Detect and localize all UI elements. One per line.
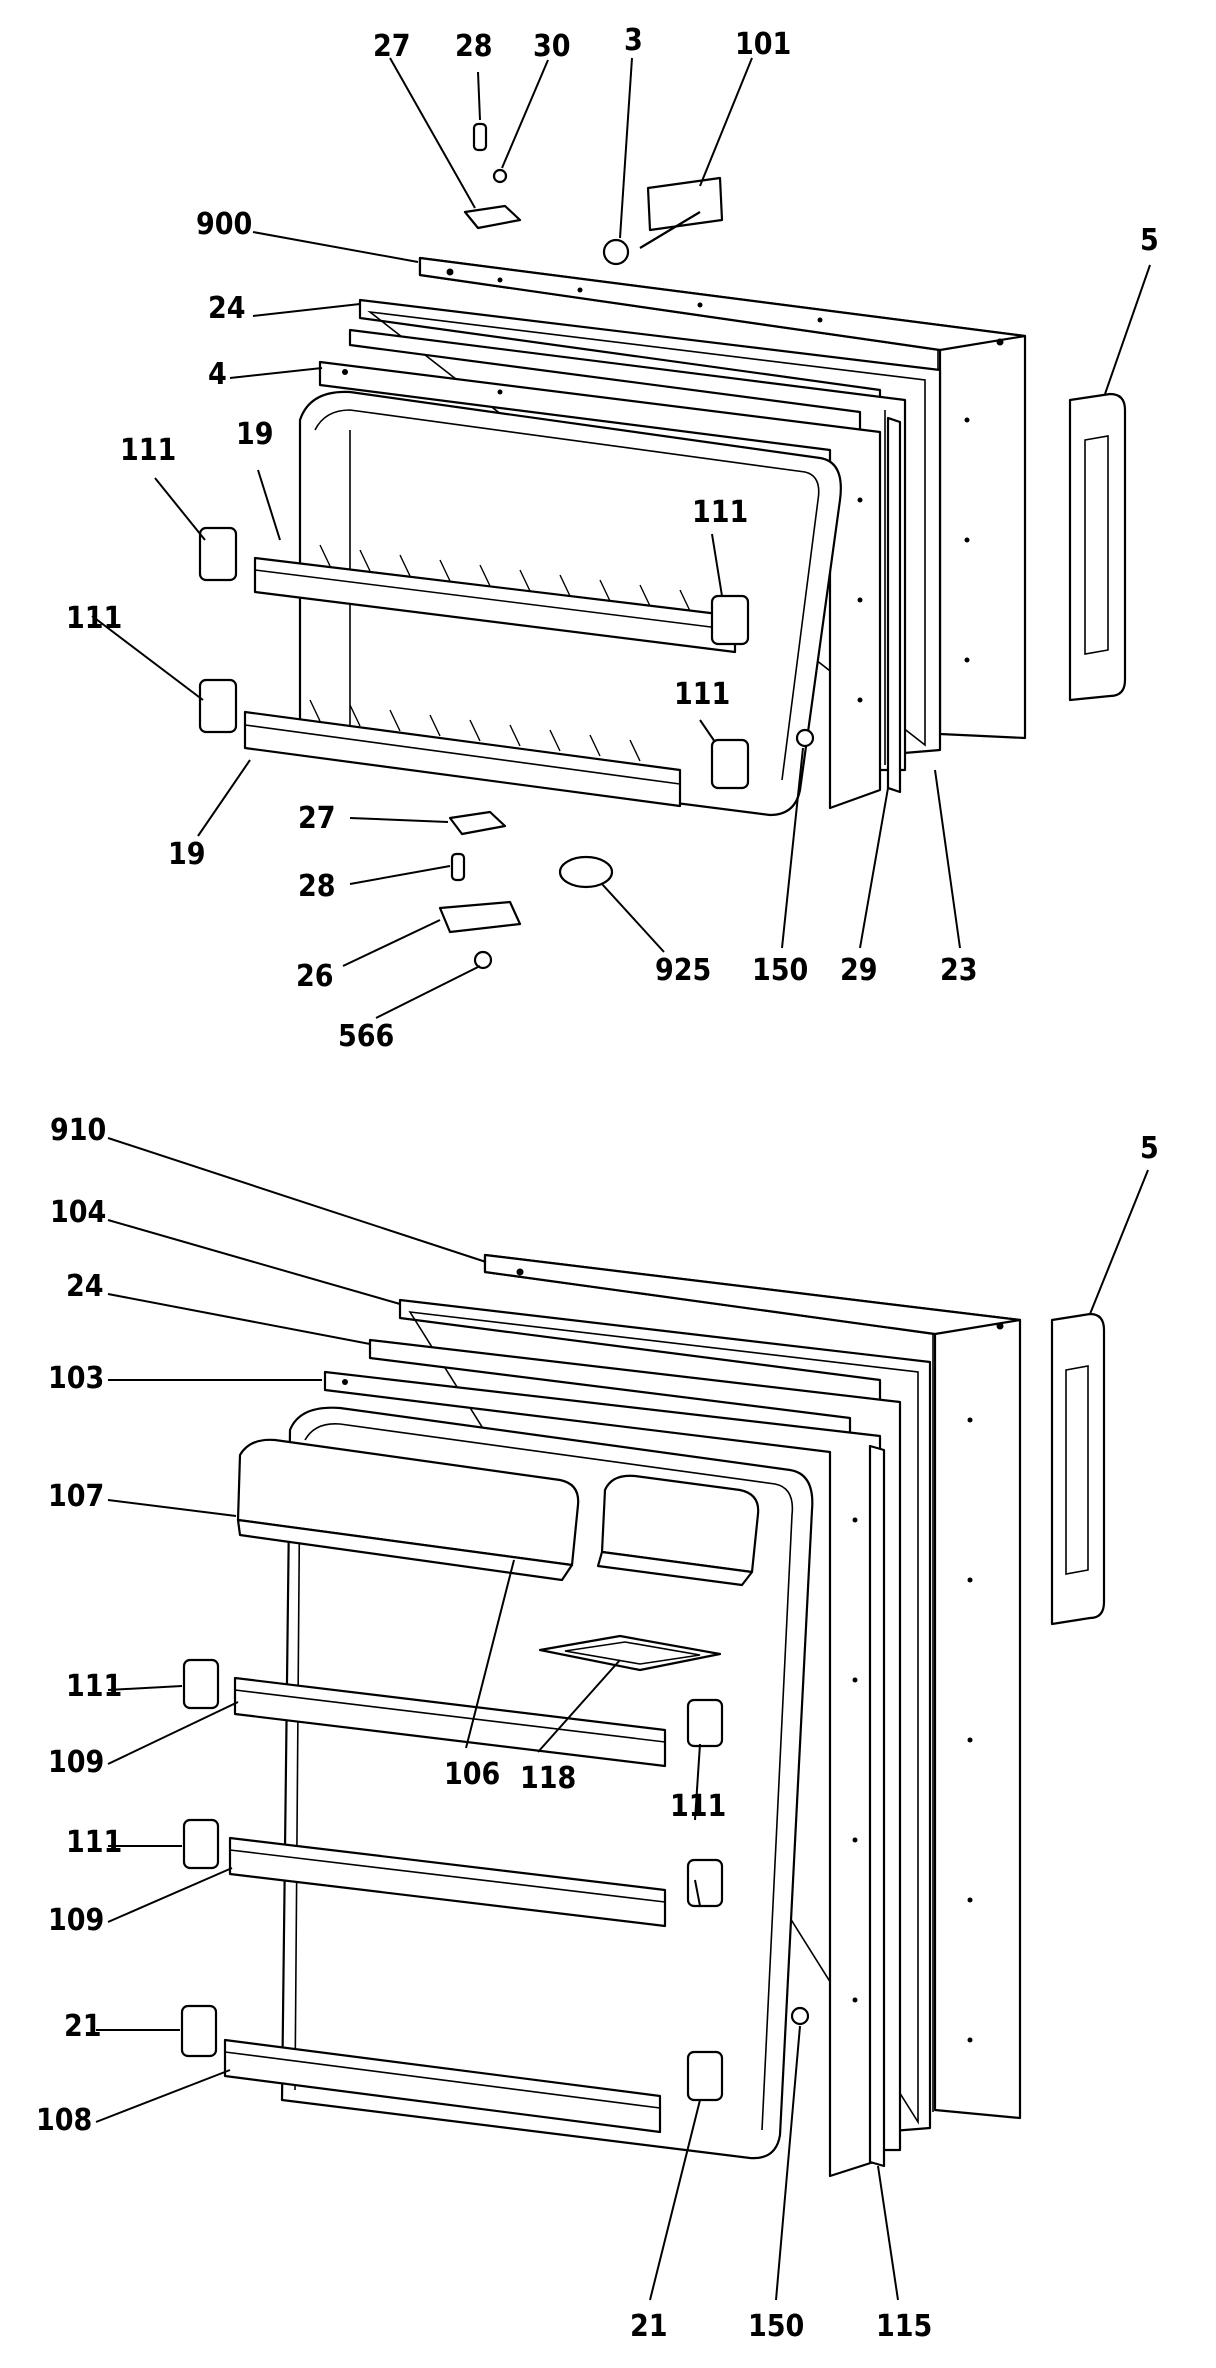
callout-910: 910 [50,1113,106,1148]
shelf-end-cap-111 [710,738,750,790]
shelf-end-cap-21 [180,2004,218,2058]
hinge-27-bottom [448,810,507,836]
screw-150-top [795,728,815,748]
callout-3: 3 [624,23,643,58]
callout-115: 115 [876,2309,932,2344]
nameplate-101 [639,176,724,249]
callout-106: 106 [444,1757,500,1792]
hinge-pin-28-bottom [450,852,466,882]
callout-103: 103 [48,1361,104,1396]
callout-566: 566 [338,1019,394,1054]
callout-29: 29 [840,953,878,988]
door-handle-5-bottom [1050,1312,1106,1626]
shelf-end-cap-111 [198,678,238,734]
callout-925: 925 [655,953,711,988]
screw-30 [492,168,508,184]
hinge-27-top [463,204,522,230]
dairy-door-106 [596,1474,760,1587]
shelf-bar-19-lower [243,699,682,808]
callout-111: 111 [66,601,122,636]
callout-900: 900 [196,207,252,242]
shelf-end-cap-111 [198,526,238,582]
inner-liner-103 [323,1370,882,2178]
callout-21: 21 [630,2309,668,2344]
callout-28: 28 [455,29,493,64]
callout-26: 26 [296,959,334,994]
callout-111: 111 [66,1669,122,1704]
callout-104: 104 [50,1195,106,1230]
callout-150: 150 [748,2309,804,2344]
callout-111: 111 [670,1789,726,1824]
callout-111: 111 [120,433,176,468]
callout-21: 21 [64,2009,102,2044]
top-door-assembly [198,122,1127,970]
callout-27: 27 [298,801,336,836]
shelf-end-cap-111 [686,1858,724,1908]
callout-108: 108 [36,2103,92,2138]
shelf-end-cap-111 [710,594,750,646]
screw-150-bottom [790,2006,810,2026]
door-handle-5 [1068,392,1127,702]
callout-5: 5 [1140,223,1159,258]
breaker-strip-115 [868,1444,886,2168]
callout-24: 24 [66,1269,104,1304]
shelf-bar-109-upper [233,1676,667,1768]
callout-111: 111 [674,677,730,712]
callout-107: 107 [48,1479,104,1514]
callout-118: 118 [520,1761,576,1796]
callout-111: 111 [692,495,748,530]
callout-5: 5 [1140,1131,1159,1166]
bottom-callout-labels: 910 104 24 103 5 107 111 109 106 118 111… [36,1113,1159,2344]
shelf-end-cap-111 [182,1818,220,1870]
outer-door-panel-910 [483,1253,1022,2120]
bottom-leader-lines [95,1137,1149,2301]
hinge-bracket-26 [438,900,522,934]
callout-111: 111 [66,1825,122,1860]
fresh-food-door-liner-body [280,1406,814,2160]
callout-101: 101 [735,27,791,62]
callout-150: 150 [752,953,808,988]
plug-3 [602,238,630,266]
callout-24: 24 [208,291,246,326]
shelf-bar-19-upper [253,544,737,654]
plug-925 [558,855,614,889]
shelf-end-cap-21 [686,2050,724,2102]
callout-4: 4 [208,357,227,392]
top-leader-lines [91,57,1151,1019]
callout-19: 19 [168,837,206,872]
callout-109: 109 [48,1903,104,1938]
shelf-end-cap-111 [686,1698,724,1748]
top-callout-labels: 27 28 30 3 101 900 24 4 5 111 19 111 111… [66,23,1159,1054]
shelf-end-cap-111 [182,1658,220,1710]
breaker-strip-29 [886,416,902,794]
shelf-bar-109-lower [228,1836,667,1928]
shelf-bar-108 [223,2038,662,2134]
bottom-door-assembly [180,1253,1106,2178]
callout-28: 28 [298,869,336,904]
dairy-door-107 [236,1438,580,1582]
callout-109: 109 [48,1745,104,1780]
callout-23: 23 [940,953,978,988]
hinge-pin-28-top [472,122,488,152]
inner-liner-4 [318,360,882,810]
callout-19: 19 [236,417,274,452]
callout-30: 30 [533,29,571,64]
egg-tray-118 [538,1634,722,1672]
screw-566 [473,950,493,970]
callout-27: 27 [373,29,411,64]
